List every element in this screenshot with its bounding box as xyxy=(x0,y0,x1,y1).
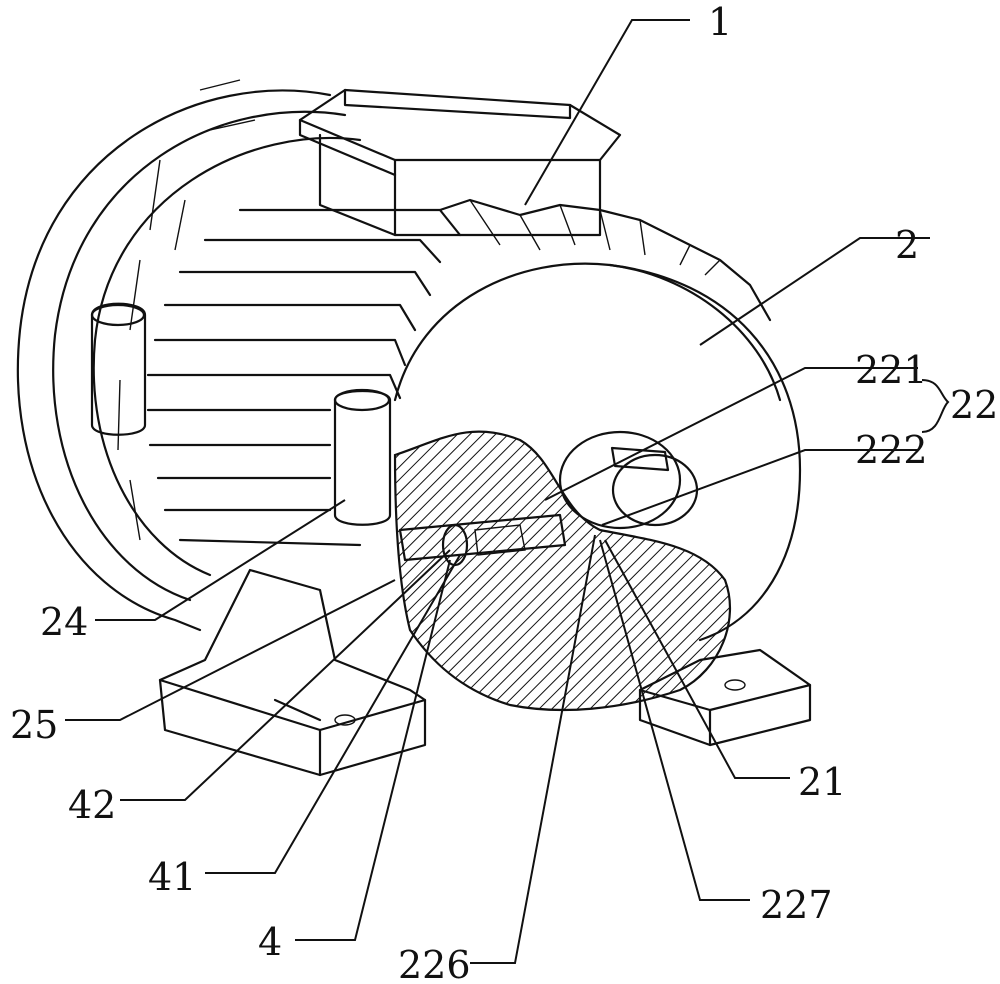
fan-cover xyxy=(16,79,362,632)
leader-lines xyxy=(65,19,950,964)
label-21: 21 xyxy=(798,760,846,804)
label-221: 221 xyxy=(855,348,928,392)
label-227: 227 xyxy=(760,883,833,927)
label-222: 222 xyxy=(855,428,928,472)
label-42: 42 xyxy=(68,783,116,827)
label-41: 41 xyxy=(148,855,196,899)
label-22: 22 xyxy=(950,383,998,427)
label-24: 24 xyxy=(40,600,88,644)
label-4: 4 xyxy=(258,920,282,964)
label-226: 226 xyxy=(398,943,471,984)
label-1: 1 xyxy=(708,0,732,44)
label-25: 25 xyxy=(10,703,58,747)
shaft xyxy=(558,430,699,530)
label-2: 2 xyxy=(895,223,919,267)
sensor-cylinders xyxy=(90,302,392,526)
end-shield xyxy=(393,262,802,642)
terminal-box xyxy=(298,88,622,237)
part-labels: 1 2 221 22 222 24 25 42 41 4 226 227 21 xyxy=(10,0,998,984)
cooling-fins xyxy=(146,198,772,547)
